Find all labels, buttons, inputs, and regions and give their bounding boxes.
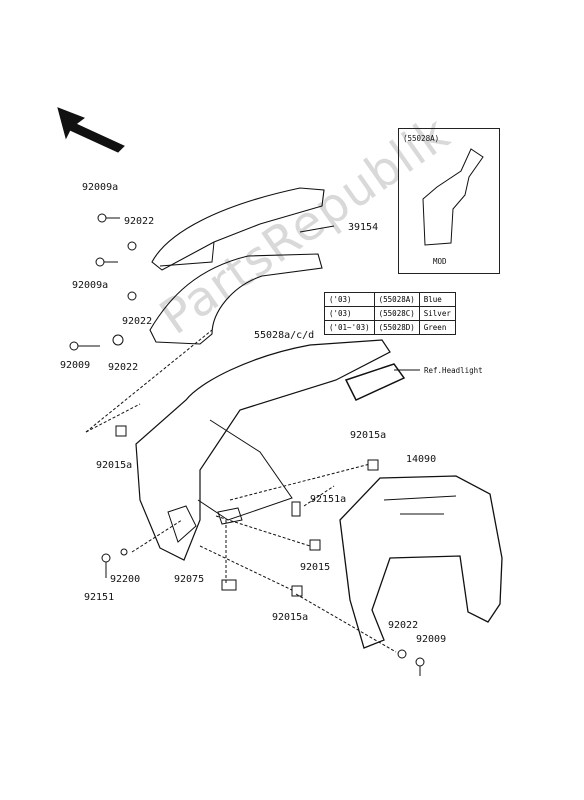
part-label-92022-low: 92022 xyxy=(108,362,139,373)
part-label-92009a-top: 92009a xyxy=(82,182,119,193)
part-label-92015a-bottom: 92015a xyxy=(272,612,309,623)
inset-part-label: (55028A) xyxy=(403,134,440,143)
part-label-92015a-left: 92015a xyxy=(96,460,133,471)
part-label-92151: 92151 xyxy=(84,592,115,603)
part-label-92015: 92015 xyxy=(300,562,331,573)
part-label-92009: 92009 xyxy=(60,360,91,371)
inset-note: MOD xyxy=(433,257,447,266)
inset-sketch xyxy=(422,148,484,246)
part-label-39154: 39154 xyxy=(348,222,379,233)
inset-detail: (55028A) MOD xyxy=(398,128,500,274)
direction-arrow xyxy=(57,107,125,153)
cowl-panel-part xyxy=(149,253,323,345)
color-table: ('03)(55028A)Blue ('03)(55028C)Silver ('… xyxy=(324,292,456,335)
part-label-55028: 55028a/c/d xyxy=(254,330,315,341)
part-label-92151a: 92151a xyxy=(310,494,347,505)
ref-headlight-label: Ref.Headlight xyxy=(424,366,483,375)
table-row: ('03)(55028A)Blue xyxy=(324,292,456,307)
part-label-92009-bottom: 92009 xyxy=(416,634,447,645)
headlight-bracket-part xyxy=(344,363,406,401)
part-label-92022-top: 92022 xyxy=(124,216,155,227)
fairing-part xyxy=(135,339,391,561)
part-label-92075: 92075 xyxy=(174,574,205,585)
upper-cowl-part xyxy=(151,187,325,271)
part-label-92022-mid: 92022 xyxy=(122,316,153,327)
part-label-92009a-mid: 92009a xyxy=(72,280,109,291)
part-label-92022-bottom: 92022 xyxy=(388,620,419,631)
table-row: ('01~'03)(55028D)Green xyxy=(324,320,456,335)
frame-part xyxy=(339,475,503,649)
part-label-14090: 14090 xyxy=(406,454,437,465)
part-label-92200: 92200 xyxy=(110,574,141,585)
part-label-92015a-right: 92015a xyxy=(350,430,387,441)
table-row: ('03)(55028C)Silver xyxy=(324,306,456,321)
